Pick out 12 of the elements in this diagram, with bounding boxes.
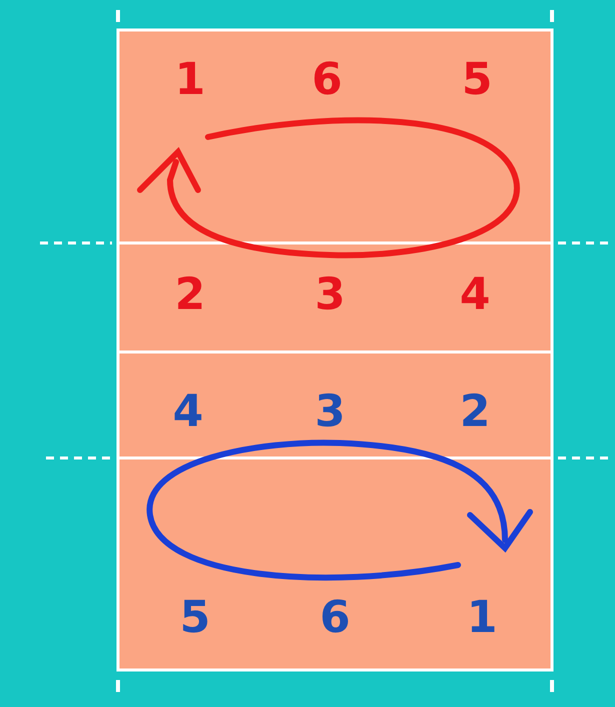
position-number: 1 [466, 593, 498, 643]
position-number: 3 [314, 387, 346, 437]
position-number: 2 [174, 270, 206, 320]
position-number: 5 [180, 593, 210, 643]
position-number: 4 [460, 270, 490, 320]
position-number: 6 [312, 55, 342, 105]
position-number: 4 [172, 387, 204, 437]
position-number: 1 [174, 55, 206, 105]
position-number: 6 [320, 593, 350, 643]
position-number: 2 [460, 387, 490, 437]
position-number: 3 [314, 270, 346, 320]
position-number: 5 [462, 55, 492, 105]
